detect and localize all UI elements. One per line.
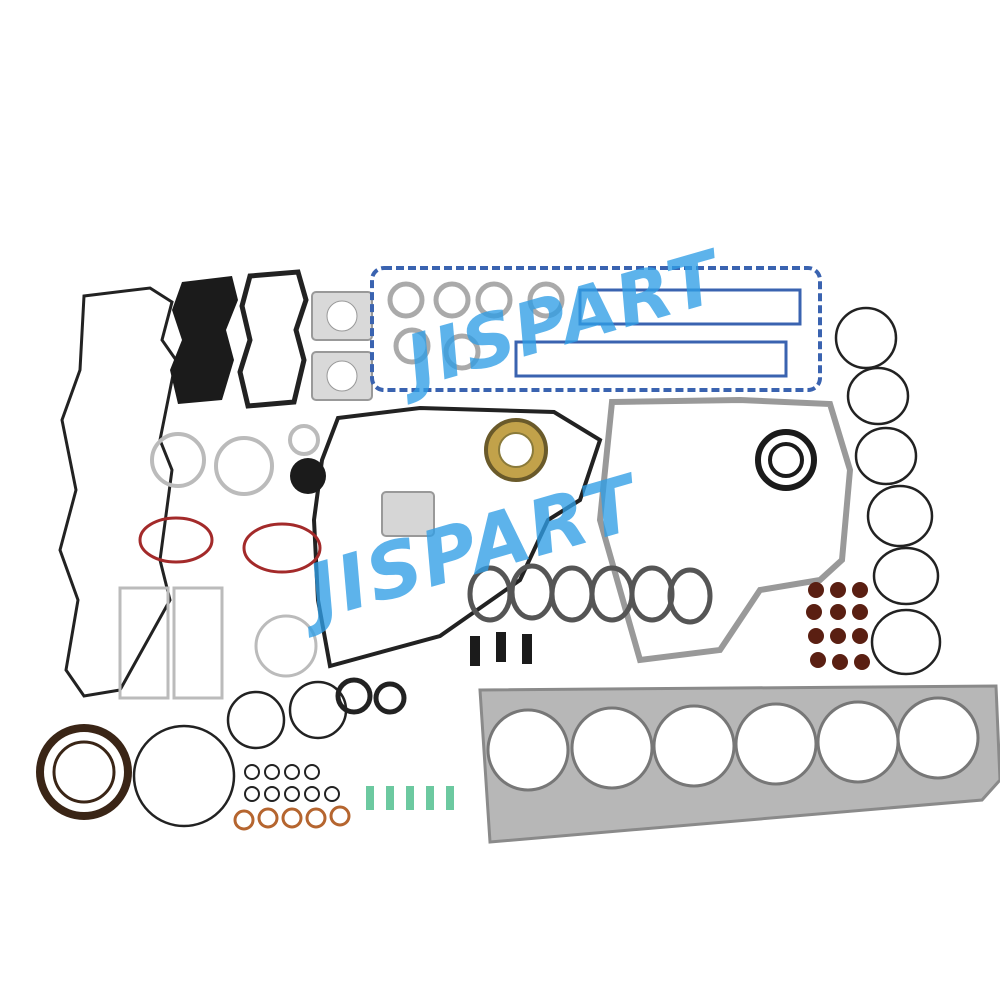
copper-washers [233, 805, 351, 831]
small-o-rings [244, 764, 340, 802]
black-grommets [470, 632, 532, 666]
liner-o-rings [834, 306, 942, 676]
cylinder-bores [486, 696, 980, 792]
o-ring-set-large [132, 677, 407, 828]
air-compressor-gasket [381, 491, 435, 537]
oil-cooler-gasket-black [170, 276, 238, 404]
side-gasket-set [118, 586, 318, 700]
rocker-gasket-strip [578, 288, 802, 326]
front-crank-seal [755, 429, 817, 491]
manifold-rings-top [387, 281, 565, 371]
valve-stem-seals [806, 582, 870, 670]
red-sealed-gaskets [138, 516, 322, 574]
cover-plate-black [290, 458, 326, 494]
oil-pan-gasket [370, 266, 822, 392]
rear-main-seal-set [36, 724, 132, 820]
rocker-gasket-strip-2 [514, 340, 788, 378]
misc-gaskets-left [150, 424, 320, 496]
valve-cover-gasket [58, 286, 178, 698]
green-clips [366, 786, 454, 810]
front-cover-gasket [311, 405, 603, 669]
oil-cooler-gasket-outline [237, 269, 309, 409]
exhaust-manifold-gaskets [467, 563, 713, 625]
